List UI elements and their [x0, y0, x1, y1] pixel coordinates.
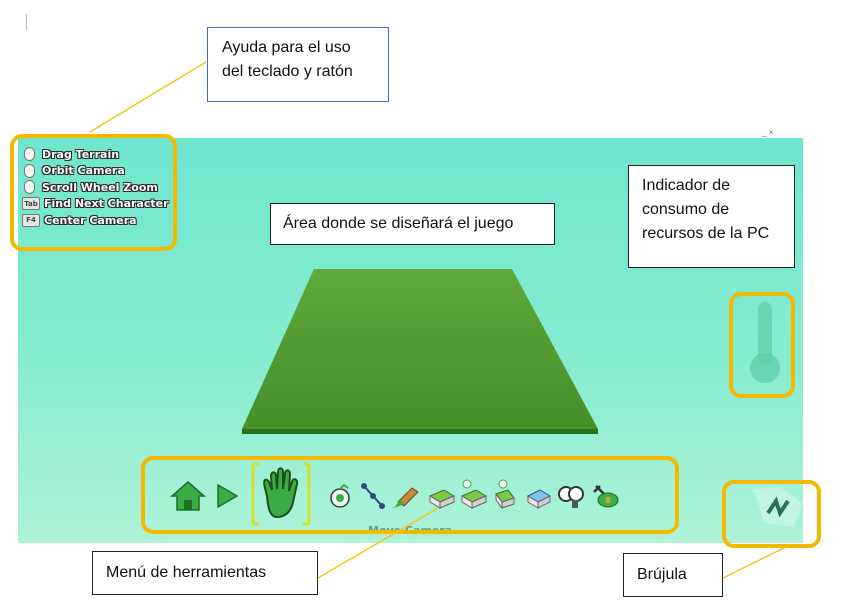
window-controls-hint: _ ×	[762, 128, 774, 137]
character-icon[interactable]	[328, 484, 352, 510]
tab-key-icon: Tab	[22, 197, 40, 211]
mouse-wheel-icon	[24, 180, 35, 195]
water-icon[interactable]	[524, 482, 554, 510]
shortcut-label: Orbit Camera	[42, 164, 125, 178]
help-callout: Ayuda para el uso del teclado y ratón	[207, 27, 389, 102]
raise-terrain-icon[interactable]	[426, 482, 456, 510]
tools-menu-callout: Menú de herramientas	[92, 551, 318, 595]
shortcut-label: Drag Terrain	[42, 147, 120, 161]
shortcut-label: Find Next Character	[44, 197, 169, 211]
settings-icon[interactable]	[590, 482, 620, 510]
shortcut-label: Scroll Wheel Zoom	[42, 180, 158, 194]
terrain-plane[interactable]	[18, 138, 803, 543]
resource-usage-thermometer-icon	[750, 302, 780, 383]
help-highlight	[10, 134, 177, 251]
tools-menu	[150, 460, 660, 528]
shortcut-row: F4 Center Camera	[22, 212, 169, 229]
shortcut-row: Drag Terrain	[22, 146, 169, 163]
resources-callout: Indicador de consumo de recursos de la P…	[628, 165, 795, 268]
home-icon[interactable]	[170, 480, 206, 512]
resources-highlight	[729, 292, 795, 398]
shortcut-row: Orbit Camera	[22, 163, 169, 180]
keyboard-mouse-help: Drag Terrain Orbit Camera Scroll Wheel Z…	[22, 146, 169, 229]
window-edge-mark	[26, 14, 27, 30]
shortcut-label: Center Camera	[44, 213, 137, 227]
compass-icon[interactable]	[750, 483, 803, 535]
f4-key-icon: F4	[22, 213, 40, 227]
flatten-terrain-icon[interactable]	[492, 478, 522, 510]
shortcut-row: Tab Find Next Character	[22, 196, 169, 213]
compass-callout: Brújula	[623, 553, 723, 597]
paint-brush-icon[interactable]	[392, 482, 422, 510]
path-icon[interactable]	[360, 482, 386, 510]
compass-highlight	[722, 480, 821, 548]
game-area-callout: Área donde se diseñará el juego	[270, 203, 555, 245]
lower-terrain-icon[interactable]	[458, 478, 488, 510]
mouse-right-icon	[24, 163, 35, 178]
tools-menu-highlight	[141, 456, 679, 534]
play-icon[interactable]	[214, 482, 240, 510]
rotate-camera-icon[interactable]	[556, 482, 586, 510]
hand-icon[interactable]	[249, 462, 313, 526]
shortcut-row: Scroll Wheel Zoom	[22, 179, 169, 196]
mouse-left-icon	[24, 147, 35, 162]
